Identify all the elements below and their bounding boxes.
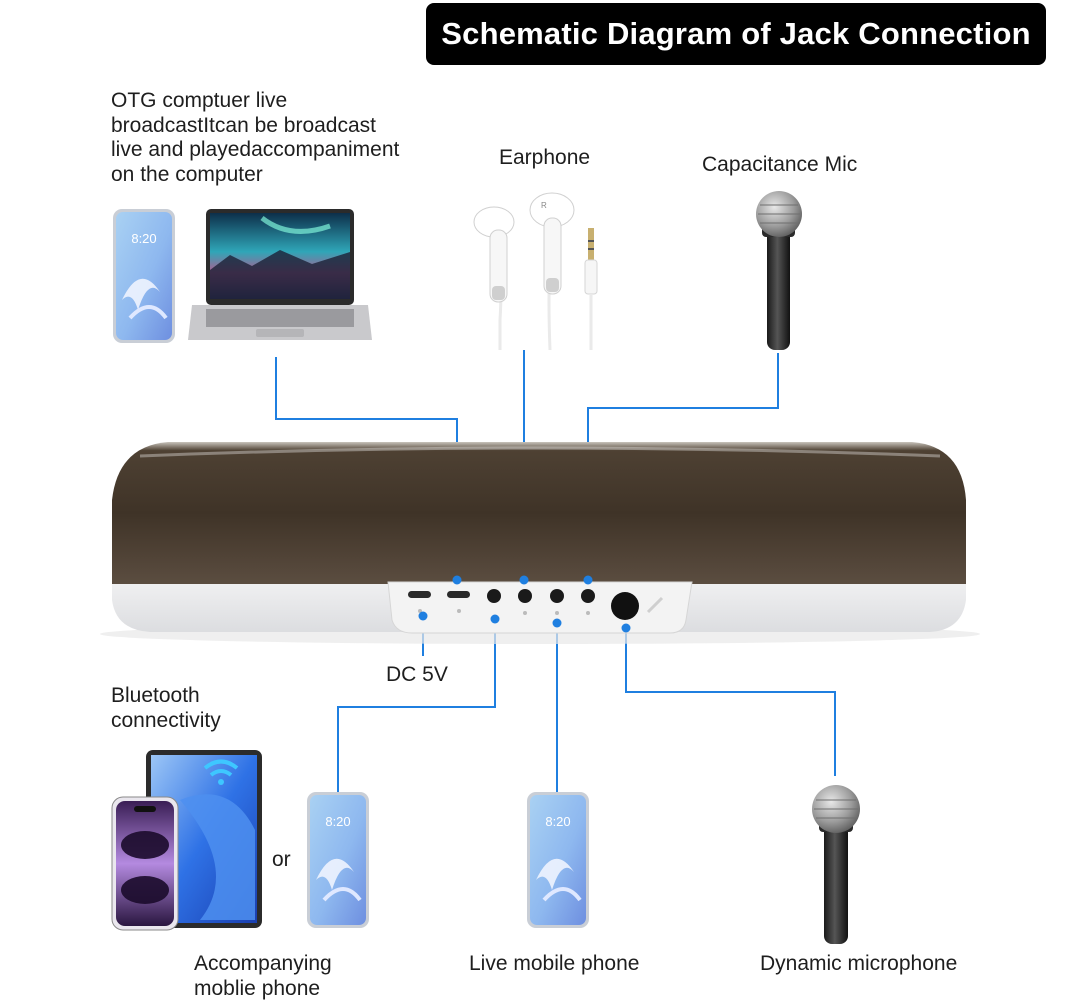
port-panel [387,581,693,634]
live-phone-time: 8:20 [545,814,570,829]
jack-2 [518,589,532,603]
capacitance-mic-label: Capacitance Mic [702,153,858,176]
bluetooth-label: Bluetooth connectivity [111,684,221,732]
dynamic-mic-label: Dynamic microphone [760,952,958,975]
capacitance-mic-image [756,191,802,350]
earphone-label: Earphone [499,146,591,169]
accompanying-phone-image [307,792,369,928]
accompanying-phone-time: 8:20 [325,814,350,829]
svg-text:R: R [541,201,547,210]
dc5v-label: DC 5V [386,663,448,686]
xlr-jack [611,592,639,620]
endpoint-dots [418,575,631,633]
or-label: or [272,848,291,871]
earphone-image: R [473,192,598,351]
line-dynamic-mic [625,628,836,776]
jack-1 [487,589,501,603]
jack-3 [550,589,564,603]
live-phone-label: Live mobile phone [469,952,640,975]
soundcard-device [100,442,980,644]
otg-label: OTG comptuer live broadcastItcan be broa… [111,89,400,186]
jack-4 [581,589,595,603]
line-accompanying [337,618,496,792]
diagram-title: Schematic Diagram of Jack Connection [426,3,1046,65]
laptop-image [188,209,372,340]
usb-c-port-dc [408,591,431,598]
purple-phone-image [111,796,179,931]
live-phone-image [527,792,589,928]
otg-phone-image [113,209,175,343]
usb-c-port-otg [447,591,470,598]
dynamic-mic-image [812,785,860,944]
accompanying-phone-label: Accompanying moblie phone [194,952,332,1000]
otg-phone-time: 8:20 [131,231,156,246]
device-top [112,442,966,584]
